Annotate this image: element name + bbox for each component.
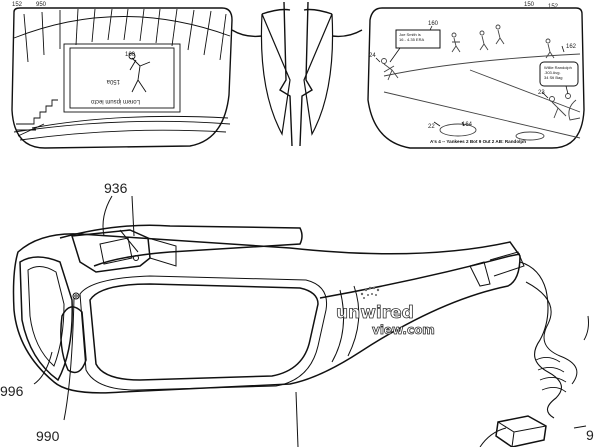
ref-990: 990	[36, 428, 60, 444]
control-box	[495, 415, 547, 447]
watermark-line1: unwired	[336, 303, 414, 323]
mirrored-caption: Lorem ipsum lecto	[90, 98, 140, 104]
player-callout-box	[395, 29, 441, 49]
watermark: unwired view.com	[336, 303, 436, 338]
callout-line: Willie Randolph	[544, 65, 572, 70]
frame-outline	[12, 233, 521, 394]
batter-callout-text: Willie Randolph.303 Avg.34 Stl Bag	[544, 65, 572, 80]
nose-pad	[60, 306, 87, 374]
lens-side	[19, 256, 73, 382]
ref-150a: 150a	[106, 78, 120, 84]
callout-line: .303 Avg.	[544, 70, 561, 75]
ref-23: 23	[538, 90, 545, 96]
scoreline-text: A's 4 -- Yankees 2 Bot 9 Out 2 AB: Rando…	[430, 139, 526, 144]
ref-152-left: 152	[12, 2, 23, 8]
temple-arm-near	[319, 253, 521, 299]
callout-line: 34 Stl Bag	[544, 75, 562, 80]
ref-160-right: 160	[428, 21, 439, 27]
ref-936: 936	[104, 180, 128, 196]
glasses-front-view	[11, 1, 585, 149]
lens-near	[89, 283, 319, 381]
callout-line: Joe Smith is	[399, 32, 421, 37]
cable	[519, 261, 562, 419]
glasses-perspective-view	[12, 195, 589, 447]
ref-150-right: 150	[524, 2, 535, 8]
ref-164: 164	[462, 122, 473, 128]
batter-callout-box	[539, 61, 579, 87]
ref-99x: 9	[586, 427, 594, 443]
ref-162: 162	[566, 44, 577, 50]
right-lens	[367, 7, 585, 149]
callout-line: 16 - 4.35 ERA	[399, 37, 424, 42]
bottom-reference-labels: 936 996 990 9	[0, 180, 594, 444]
top-reference-labels: 152 950 160 150a Lorem ipsum lecto 150 1…	[12, 2, 577, 130]
left-lens	[11, 7, 233, 149]
ref-24: 24	[369, 53, 376, 59]
camera-module	[71, 229, 151, 273]
ref-160-left: 160	[125, 52, 136, 58]
temple-arm-far	[59, 224, 303, 267]
ref-996: 996	[0, 383, 24, 399]
glasses-bridge	[231, 1, 363, 147]
watermark-line2: view.com	[372, 323, 435, 337]
ref-22: 22	[428, 124, 435, 130]
watermark-dots	[360, 286, 380, 299]
ref-950: 950	[36, 2, 47, 8]
ref-152-right: 152	[548, 4, 559, 10]
